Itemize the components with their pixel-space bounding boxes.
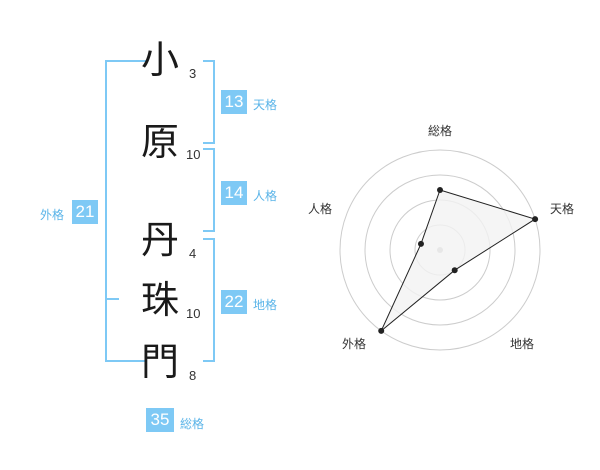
- radar-label-chikaku: 地格: [510, 337, 535, 351]
- tenkaku-label: 天格: [253, 98, 278, 112]
- jinkaku-value: 14: [221, 181, 247, 205]
- name-char-5: 門: [140, 340, 179, 384]
- tenkaku-value: 13: [221, 90, 247, 114]
- soukaku-label: 総格: [180, 417, 205, 431]
- chikaku-label: 地格: [253, 298, 278, 312]
- name-char-3-strokes: 4: [189, 246, 197, 261]
- jinkaku-bracket: [203, 148, 215, 232]
- radar-label-soukaku: 総格: [428, 124, 453, 138]
- gaikaku-label: 外格: [40, 208, 65, 222]
- radar-point-2: [532, 216, 539, 223]
- name-char-2-strokes: 10: [186, 147, 201, 162]
- radar-ring: [364, 174, 516, 326]
- name-char-1-strokes: 3: [189, 66, 197, 81]
- radar-point-3: [451, 267, 458, 274]
- name-char-4: 珠: [140, 278, 179, 322]
- gaikaku-value: 21: [72, 200, 98, 224]
- radar-point-1: [437, 187, 443, 193]
- jinkaku-label: 人格: [253, 189, 278, 203]
- name-char-1: 小: [140, 38, 179, 82]
- radar-polygon: [380, 189, 537, 332]
- chikaku-value: 22: [221, 290, 247, 314]
- radar-label-tenkaku: 天格: [550, 202, 575, 216]
- tenkaku-bracket: [203, 60, 215, 144]
- radar-label-jinkaku: 人格: [308, 202, 333, 216]
- name-char-2: 原: [140, 120, 179, 164]
- radar-point-5: [417, 240, 424, 247]
- name-char-5-strokes: 8: [189, 368, 197, 383]
- name-char-3: 丹: [140, 218, 179, 262]
- radar-point-4: [378, 327, 385, 334]
- gaikaku-bracket-tick: [105, 298, 119, 300]
- radar-label-gaikaku: 外格: [342, 337, 367, 351]
- radar-ring: [339, 149, 541, 351]
- chikaku-bracket: [203, 238, 215, 362]
- name-char-4-strokes: 10: [186, 306, 201, 321]
- soukaku-value: 35: [146, 408, 174, 432]
- gaikaku-bracket: [105, 60, 147, 362]
